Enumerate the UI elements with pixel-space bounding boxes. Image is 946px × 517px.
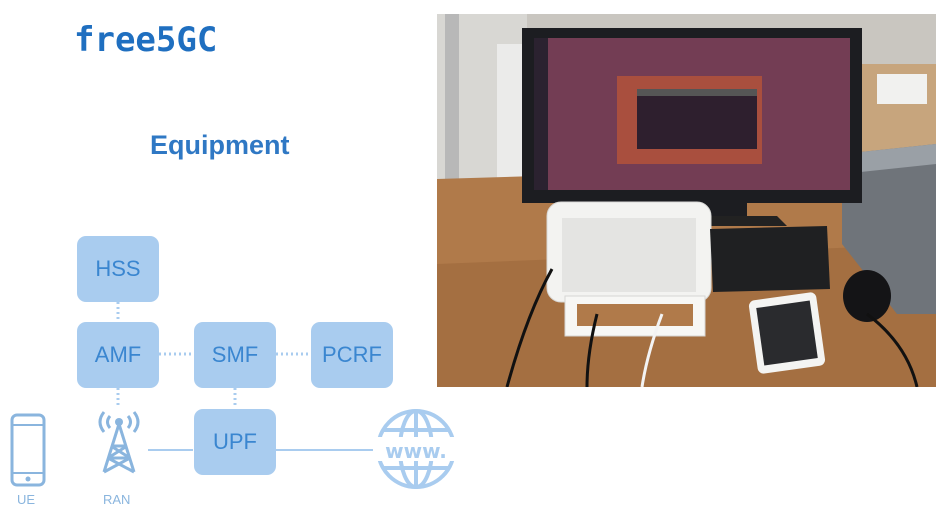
hss-node: HSS xyxy=(77,236,159,302)
ue-label: UE xyxy=(17,492,36,507)
amf-node: AMF xyxy=(77,322,159,388)
equipment-photo xyxy=(437,14,936,387)
free5gc-logo: free5GC xyxy=(74,20,218,60)
equipment-photo-illustration xyxy=(437,14,936,387)
ran-label: RAN xyxy=(103,492,131,507)
www-globe-icon: www. xyxy=(373,409,459,489)
equipment-heading: Equipment xyxy=(150,130,290,160)
svg-text:www.: www. xyxy=(385,439,447,463)
smartphone-icon xyxy=(10,413,46,487)
pcrf-node: PCRF xyxy=(311,322,393,388)
smf-node: SMF xyxy=(194,322,276,388)
upf-node: UPF xyxy=(194,409,276,475)
radio-tower-icon xyxy=(98,411,140,474)
